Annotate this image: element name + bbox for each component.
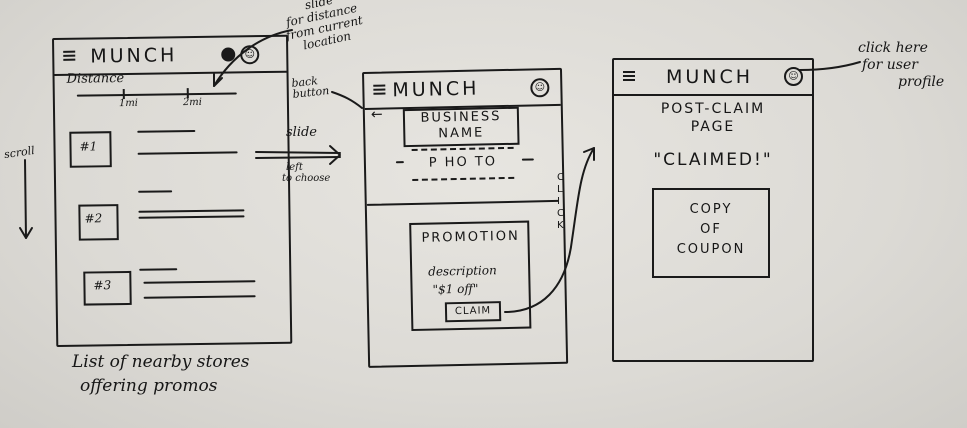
arrow-head — [213, 73, 223, 87]
coupon-line: COUPON — [676, 242, 746, 257]
menu-icon[interactable] — [623, 71, 635, 81]
caption-store-list: List of nearby stores offering promos — [72, 350, 249, 398]
click-letter: I — [557, 196, 560, 207]
annotation-line: click here — [858, 40, 928, 56]
claim-arrow — [504, 147, 595, 313]
annotation-line: for user — [862, 57, 918, 73]
annotation-line: profile — [898, 74, 945, 90]
post-claim-line: POST-CLAIM — [660, 101, 766, 117]
coupon-copy: COPY OF COUPON — [652, 188, 770, 278]
arrow-to-back — [331, 91, 363, 109]
annotation-click: C L I C K — [557, 172, 564, 232]
profile-pointer — [799, 61, 861, 71]
smiley-icon[interactable]: ☺ — [784, 67, 803, 86]
caption-line: offering promos — [80, 376, 218, 396]
annotation-slide: slide — [286, 125, 318, 140]
annotation-line: to choose — [282, 173, 331, 184]
arrow-to-slider — [213, 29, 293, 87]
slide-arrow — [255, 156, 341, 159]
arrow-head — [19, 227, 33, 239]
annotation-line: left — [286, 162, 303, 173]
caption-line: List of nearby stores — [72, 352, 250, 372]
screen-post-claim: MUNCH ☺ POST-CLAIM PAGE "CLAIMED!" COPY … — [612, 58, 814, 362]
click-letter: C — [557, 208, 564, 219]
app-header: MUNCH ☺ — [614, 60, 812, 96]
click-letter: L — [557, 184, 563, 195]
click-letter: C — [557, 172, 564, 183]
annotation-click-here: click here for user profile — [858, 40, 944, 91]
slide-arrow — [255, 151, 341, 154]
claimed-status: "CLAIMED!" — [653, 150, 773, 170]
app-logo: MUNCH — [666, 66, 754, 88]
arrow-head — [329, 145, 341, 165]
scroll-arrow — [24, 159, 27, 239]
post-claim-line: PAGE — [690, 119, 736, 135]
coupon-line: OF — [700, 222, 722, 237]
coupon-line: COPY — [689, 202, 733, 217]
click-letter: K — [557, 220, 564, 231]
annotation-left-to-choose: left to choose — [282, 162, 330, 184]
arrow-head — [583, 147, 595, 161]
post-claim-title: POST-CLAIM PAGE — [614, 100, 812, 136]
